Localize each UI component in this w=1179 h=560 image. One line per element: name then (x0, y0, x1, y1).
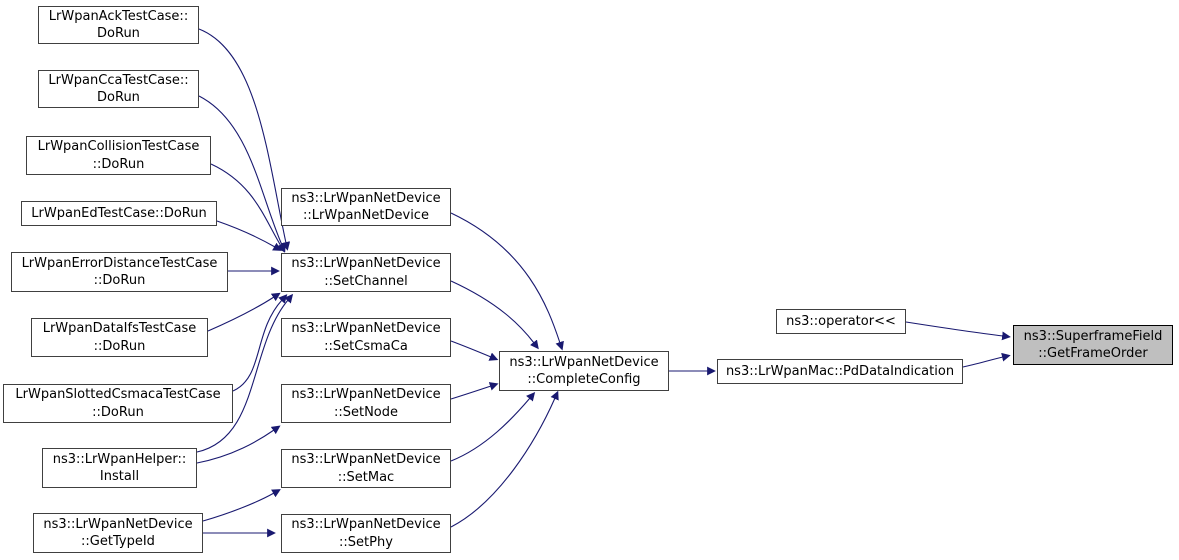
node-lrwpan-ed-testcase-dorun[interactable]: LrWpanEdTestCase::DoRun (21, 201, 217, 226)
edge-gettypeid-to-setmac (202, 489, 281, 522)
node-lrwpannetdevice-setcsmaca[interactable]: ns3::LrWpanNetDevice ::SetCsmaCa (281, 318, 451, 357)
edge-dataifs-dorun-to-setchannel (207, 292, 281, 332)
edge-install-to-setchannel (196, 293, 294, 453)
node-lrwpan-dataifs-testcase-dorun[interactable]: LrWpanDataIfsTestCase ::DoRun (31, 318, 208, 357)
edge-ack-dorun-to-setchannel (198, 28, 291, 251)
edge-pddataindication-to-getframeorder (962, 352, 1011, 368)
node-lrwpan-collision-testcase-dorun[interactable]: LrWpanCollisionTestCase ::DoRun (26, 136, 211, 175)
node-lrwpannetdevice-gettypeid[interactable]: ns3::LrWpanNetDevice ::GetTypeId (33, 513, 203, 553)
node-lrwpannetdevice-setphy[interactable]: ns3::LrWpanNetDevice ::SetPhy (281, 514, 451, 553)
edge-operator-to-getframeorder (905, 321, 1011, 341)
edge-setmac-to-completeconfig (450, 391, 536, 462)
node-lrwpannetdevice-constructor[interactable]: ns3::LrWpanNetDevice ::LrWpanNetDevice (281, 188, 451, 226)
node-lrwpan-ack-testcase-dorun[interactable]: LrWpanAckTestCase:: DoRun (38, 6, 199, 44)
edge-setnode-to-completeconfig (450, 382, 499, 400)
node-lrwpannetdevice-setchannel[interactable]: ns3::LrWpanNetDevice ::SetChannel (281, 253, 451, 292)
edge-setchannel-to-completeconfig (450, 280, 539, 350)
node-lrwpannetdevice-setnode[interactable]: ns3::LrWpanNetDevice ::SetNode (281, 384, 451, 423)
node-operator-stream-insert[interactable]: ns3::operator<< (776, 309, 906, 334)
edge-constructor-to-completeconfig (450, 212, 564, 351)
node-lrwpan-errordistance-testcase-dorun[interactable]: LrWpanErrorDistanceTestCase ::DoRun (11, 252, 228, 292)
edge-setcsmaca-to-completeconfig (450, 340, 499, 361)
edge-slottedcsmaca-dorun-to-setchannel (232, 294, 288, 392)
edge-install-to-setnode (196, 425, 281, 464)
node-lrwpannetdevice-completeconfig[interactable]: ns3::LrWpanNetDevice ::CompleteConfig (499, 351, 669, 391)
node-lrwpan-slottedcsmaca-testcase-dorun[interactable]: LrWpanSlottedCsmacaTestCase ::DoRun (3, 384, 233, 423)
edge-cca-dorun-to-setchannel (198, 95, 286, 253)
edge-collision-dorun-to-setchannel (210, 163, 286, 253)
node-superframefield-getframeorder: ns3::SuperframeField ::GetFrameOrder (1013, 325, 1173, 365)
node-lrwpannetdevice-setmac[interactable]: ns3::LrWpanNetDevice ::SetMac (281, 449, 451, 488)
edge-setphy-to-completeconfig (450, 390, 559, 528)
node-lrwpanmac-pddataindication[interactable]: ns3::LrWpanMac::PdDataIndication (717, 359, 963, 384)
node-lrwpan-cca-testcase-dorun[interactable]: LrWpanCcaTestCase:: DoRun (38, 70, 199, 108)
edge-ed-dorun-to-setchannel (216, 220, 282, 251)
node-lrwpanhelper-install[interactable]: ns3::LrWpanHelper:: Install (42, 448, 197, 488)
